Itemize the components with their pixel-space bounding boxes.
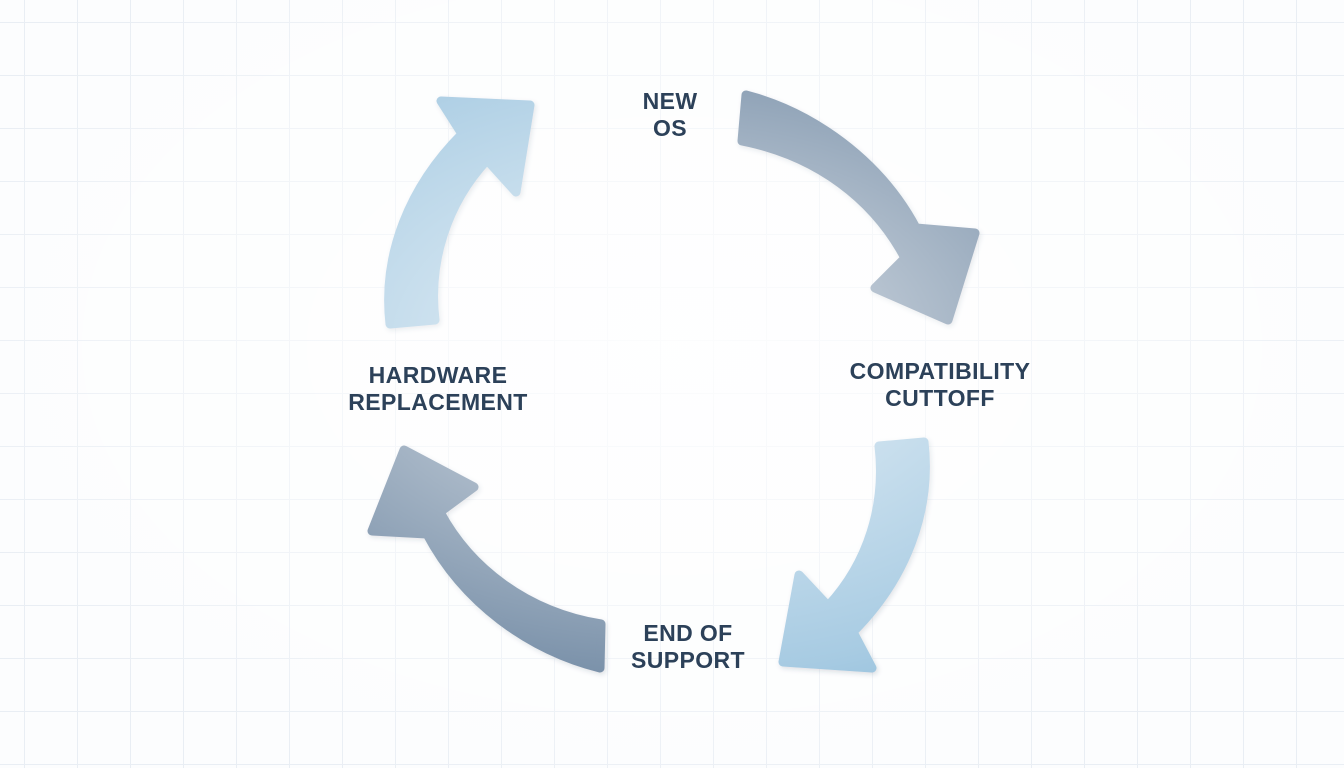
arrow-end-of-support-to-hardware [367,445,606,673]
stage-label-compatibility-cuttoff: COMPATIBILITY CUTTOFF [849,358,1031,412]
arrow-compatibility-to-end-of-support [778,437,930,673]
arrow-hardware-to-new-os [384,96,535,329]
stage-label-new-os: NEW OS [642,88,698,142]
arrow-new-os-to-compatibility [737,90,980,325]
stage-label-hardware-replacement: HARDWARE REPLACEMENT [348,362,528,416]
stage-label-end-of-support: END OF SUPPORT [631,620,745,674]
